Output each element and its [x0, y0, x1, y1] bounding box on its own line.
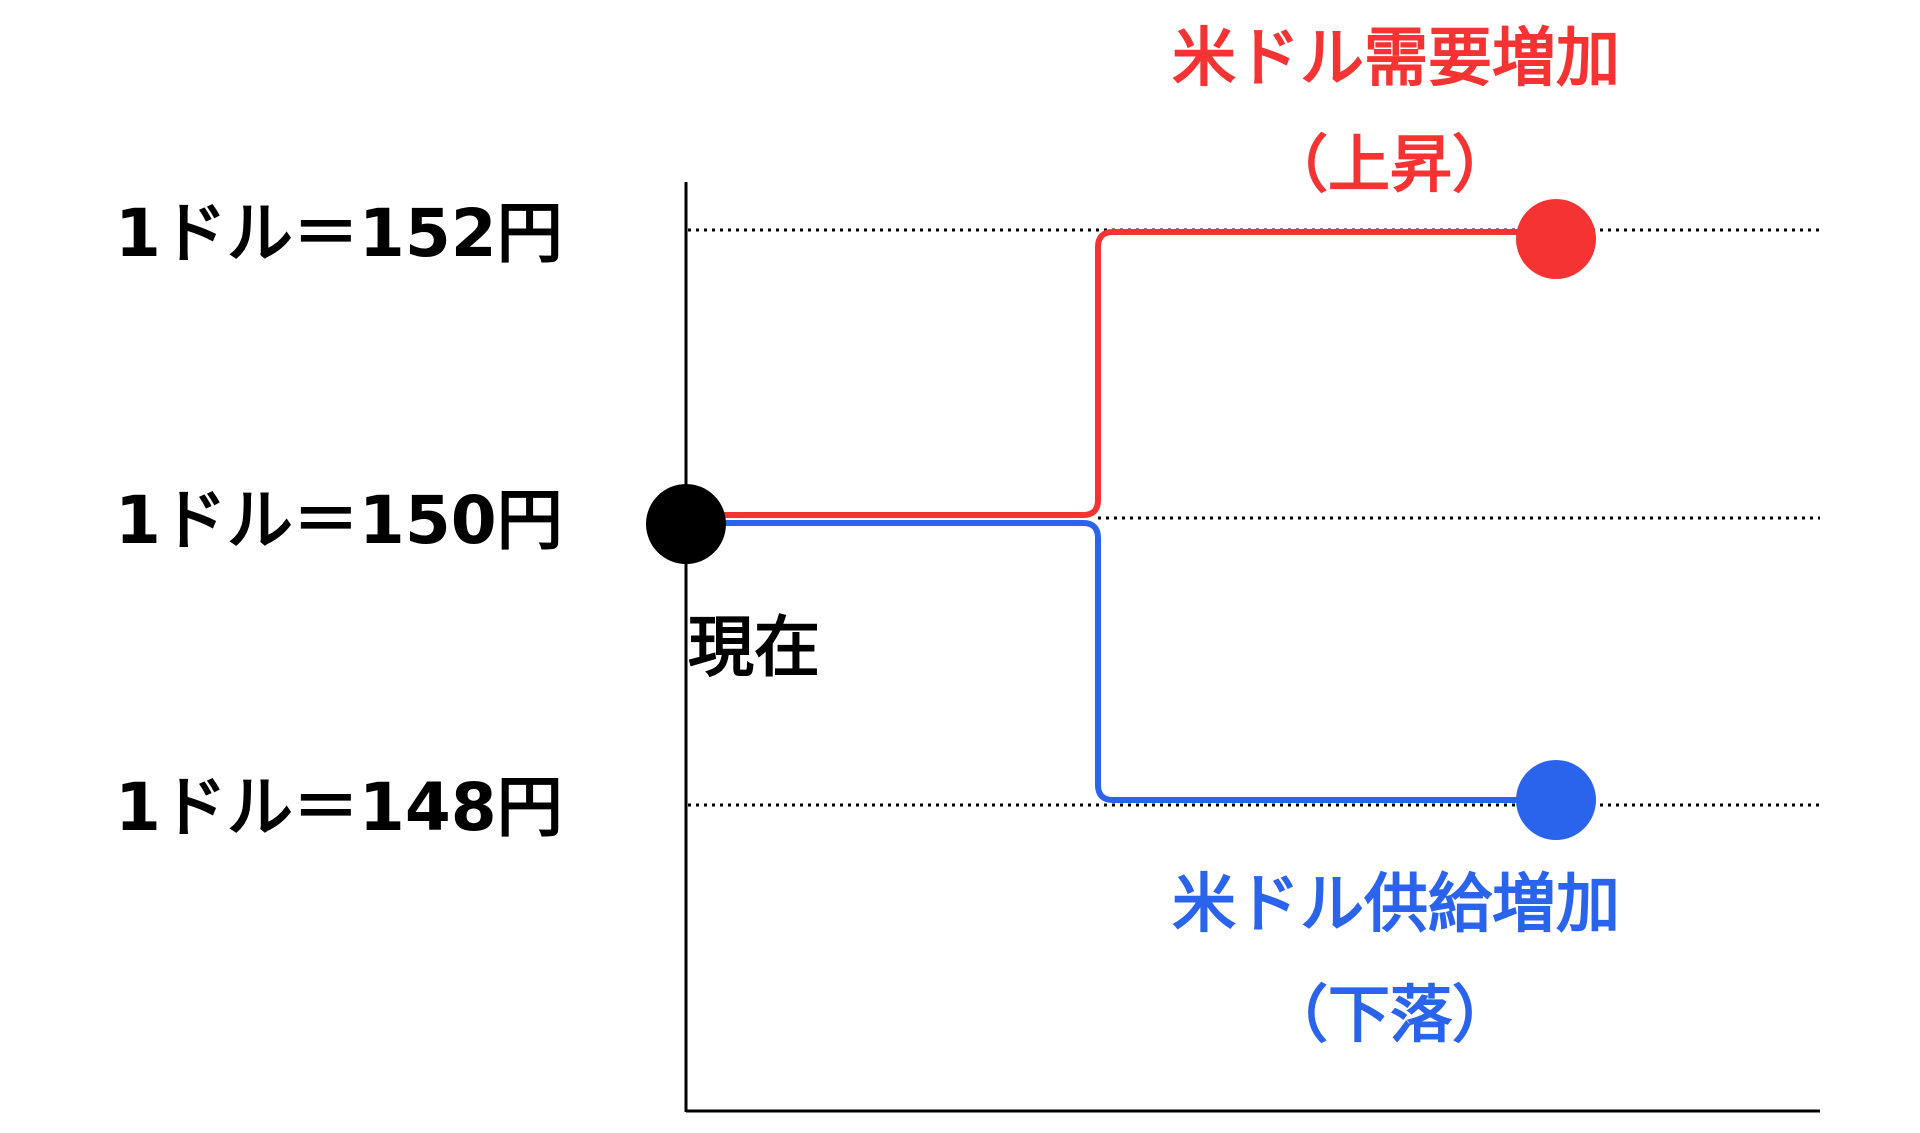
- up-caption-line2: （上昇）: [1266, 128, 1514, 201]
- up-path: [683, 229, 1558, 518]
- current-label: 現在: [688, 609, 820, 686]
- down-endpoint: [1516, 760, 1596, 840]
- up-endpoint: [1516, 199, 1596, 279]
- current-point: [646, 484, 726, 564]
- price-label-148: 1ドル＝148円: [115, 769, 563, 846]
- down-caption-line2: （下落）: [1266, 978, 1514, 1051]
- up-caption-line1: 米ドル需要増加: [1172, 22, 1620, 96]
- price-label-150: 1ドル＝150円: [115, 482, 563, 559]
- down-path: [683, 520, 1558, 803]
- down-caption-line1: 米ドル供給増加: [1172, 868, 1620, 942]
- price-label-152: 1ドル＝152円: [115, 195, 563, 272]
